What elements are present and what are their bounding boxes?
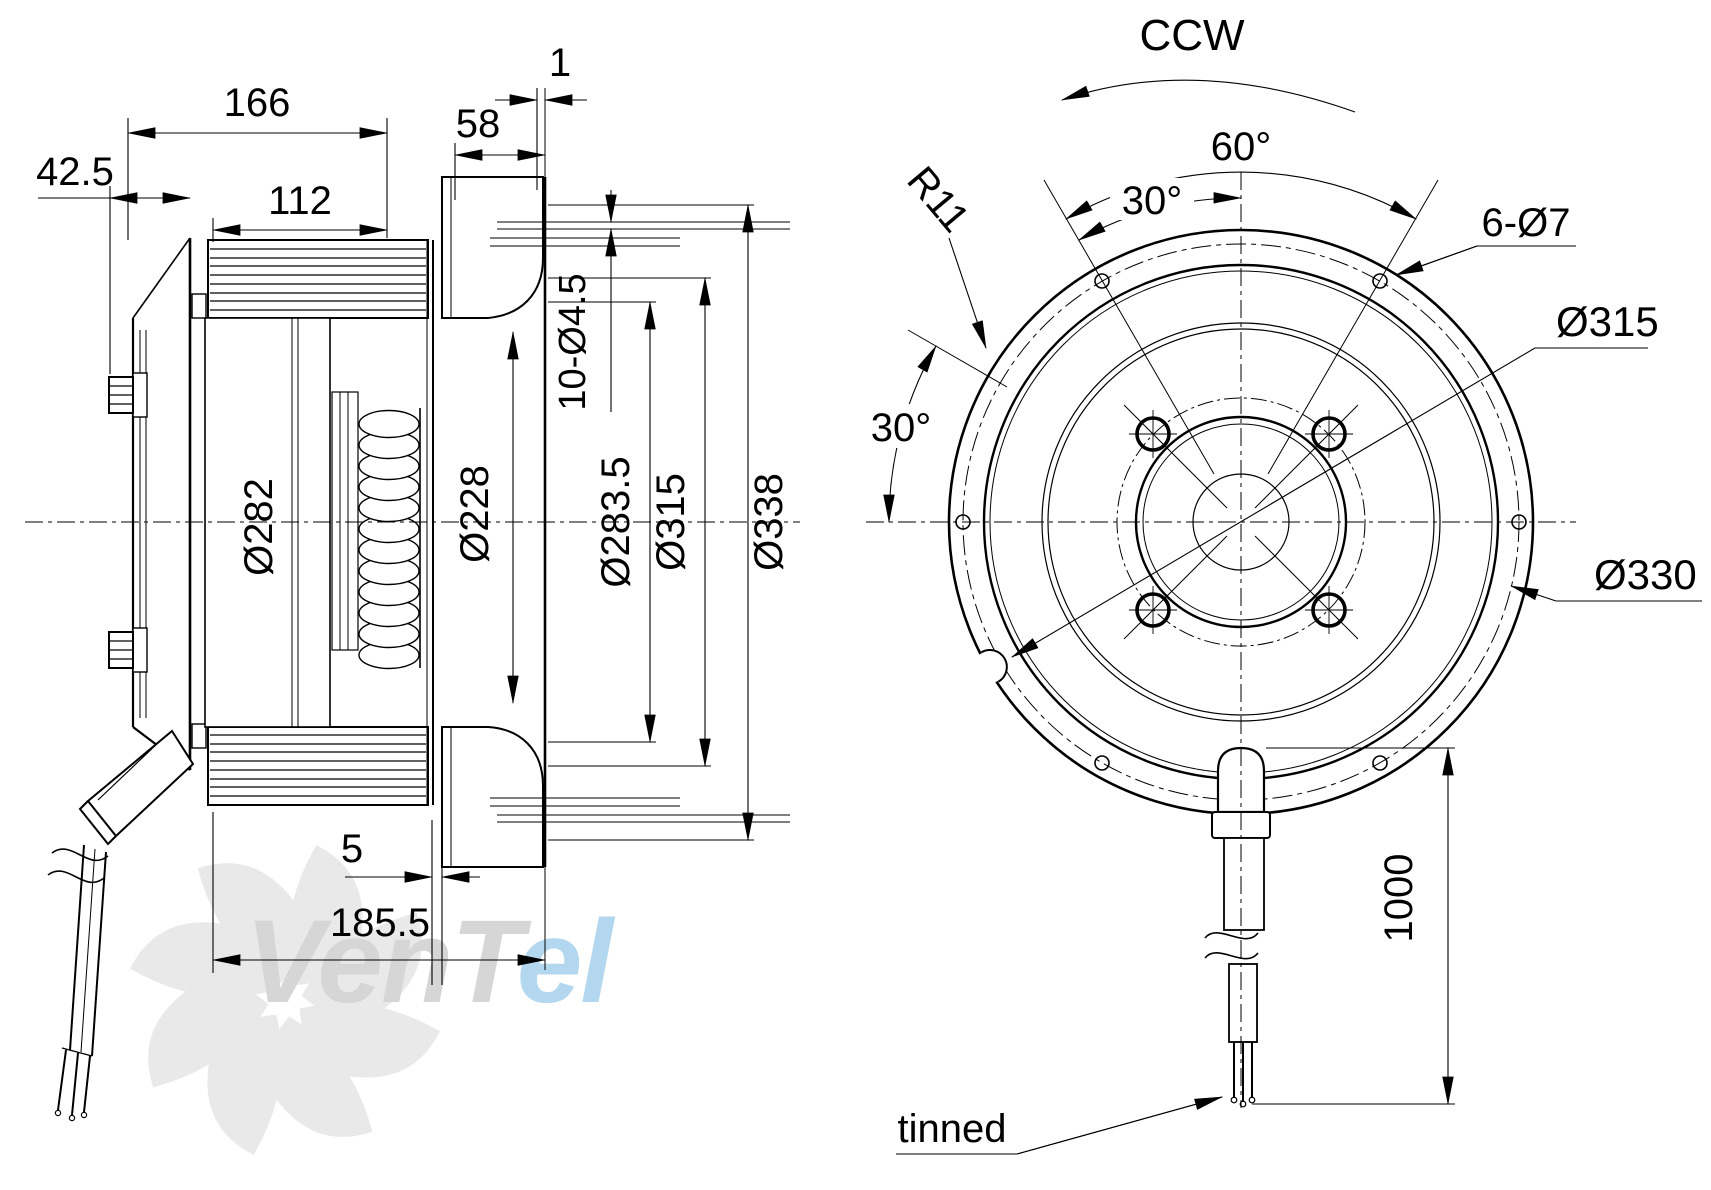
- r11-leader: [948, 237, 987, 350]
- fin-lines: [210, 734, 426, 797]
- dim-185-5: 185.5: [330, 901, 430, 945]
- cable-lower: [1228, 963, 1258, 1043]
- dim-5: 5: [341, 827, 363, 871]
- motor-fins-top: [207, 239, 429, 319]
- dim-1: 1: [549, 41, 571, 85]
- watermark: VenTel: [130, 845, 617, 1155]
- cable-upper: [1223, 837, 1265, 931]
- watermark-text-blue: el: [517, 896, 616, 1028]
- ccw-arrow: [1060, 79, 1356, 113]
- fin-lines: [210, 248, 426, 311]
- label-6-holes: 6-Ø7: [1482, 201, 1571, 245]
- dim-166: 166: [224, 81, 291, 125]
- right-dimensions: [883, 79, 1702, 1155]
- radial-150: [907, 329, 1008, 388]
- right-view: CCW 60° 30° 30° R11 6-Ø7 Ø315 Ø330 1000 …: [866, 11, 1702, 1155]
- dim-angle-30-top: 30°: [1122, 179, 1183, 223]
- hub-bolt-holes: [1129, 410, 1353, 634]
- label-tinned: tinned: [898, 1107, 1007, 1151]
- label-dia-338: Ø338: [747, 473, 791, 571]
- cable-left: [47, 729, 195, 1122]
- flange-hole: [1094, 755, 1110, 771]
- label-dia-228: Ø228: [453, 465, 497, 563]
- cable-break-mark: [1204, 952, 1259, 960]
- dim-58: 58: [456, 102, 501, 146]
- watermark-text: VenTel: [245, 896, 615, 1028]
- dim-angle-30-left: 30°: [871, 406, 932, 450]
- cable-bottom: [1204, 746, 1271, 1108]
- dim-112: 112: [268, 179, 332, 223]
- dia-315-leader: [1010, 347, 1536, 658]
- flange-hole: [1372, 755, 1388, 771]
- label-dia-330: Ø330: [1594, 551, 1697, 598]
- front-hole-lines: [490, 221, 790, 823]
- label-dia-282: Ø282: [237, 478, 281, 576]
- watermark-pinwheel-icon: [130, 845, 440, 1155]
- dim-angle-60: 60°: [1211, 125, 1272, 169]
- left-dimensions: [38, 88, 754, 985]
- left-view: 42.5 166 112 58 1 10-Ø4.5 Ø282 Ø228 Ø283…: [25, 41, 800, 1122]
- dim-1000-ext: [1252, 747, 1455, 1105]
- hub-hole-centermarks: [1123, 404, 1359, 640]
- winding-block: [331, 391, 359, 651]
- cable-break-mark: [1204, 932, 1259, 940]
- motor-foot-bottom: [191, 723, 207, 749]
- flange-hole: [1372, 273, 1388, 289]
- dim-42-5: 42.5: [36, 150, 114, 194]
- motor-foot-top: [191, 293, 207, 319]
- cable-break-mark: [47, 870, 105, 884]
- radial-60: [1267, 179, 1439, 475]
- wire-tips-right: [1229, 1041, 1257, 1108]
- radial-120: [1043, 179, 1215, 475]
- bolt-top: [108, 372, 148, 418]
- label-dia-315-left: Ø315: [649, 473, 693, 571]
- inlet-ring-top: [441, 176, 544, 319]
- r11-notch: [972, 649, 1008, 684]
- cable-gland-left: [86, 729, 195, 838]
- tinned-leader: [1016, 1096, 1224, 1155]
- dim-1000: 1000: [1377, 854, 1421, 943]
- cable-break-mark: [51, 848, 109, 862]
- label-10-holes: 10-Ø4.5: [552, 273, 594, 410]
- dia-330-leader: [1509, 585, 1557, 602]
- label-dia-283-5: Ø283.5: [594, 456, 638, 587]
- motor-fins-bottom: [207, 726, 429, 806]
- bolt-bottom: [108, 627, 148, 673]
- flange-hole: [1094, 273, 1110, 289]
- label-dia-315-right: Ø315: [1556, 298, 1659, 345]
- impeller-blades: [358, 409, 420, 670]
- label-r11: R11: [898, 159, 977, 241]
- mounting-bracket: [131, 237, 207, 771]
- inlet-ring-bottom: [441, 726, 544, 868]
- label-ccw: CCW: [1139, 11, 1245, 60]
- wire-tips-left: [54, 1047, 93, 1122]
- flange-holes-leader: [1395, 245, 1576, 276]
